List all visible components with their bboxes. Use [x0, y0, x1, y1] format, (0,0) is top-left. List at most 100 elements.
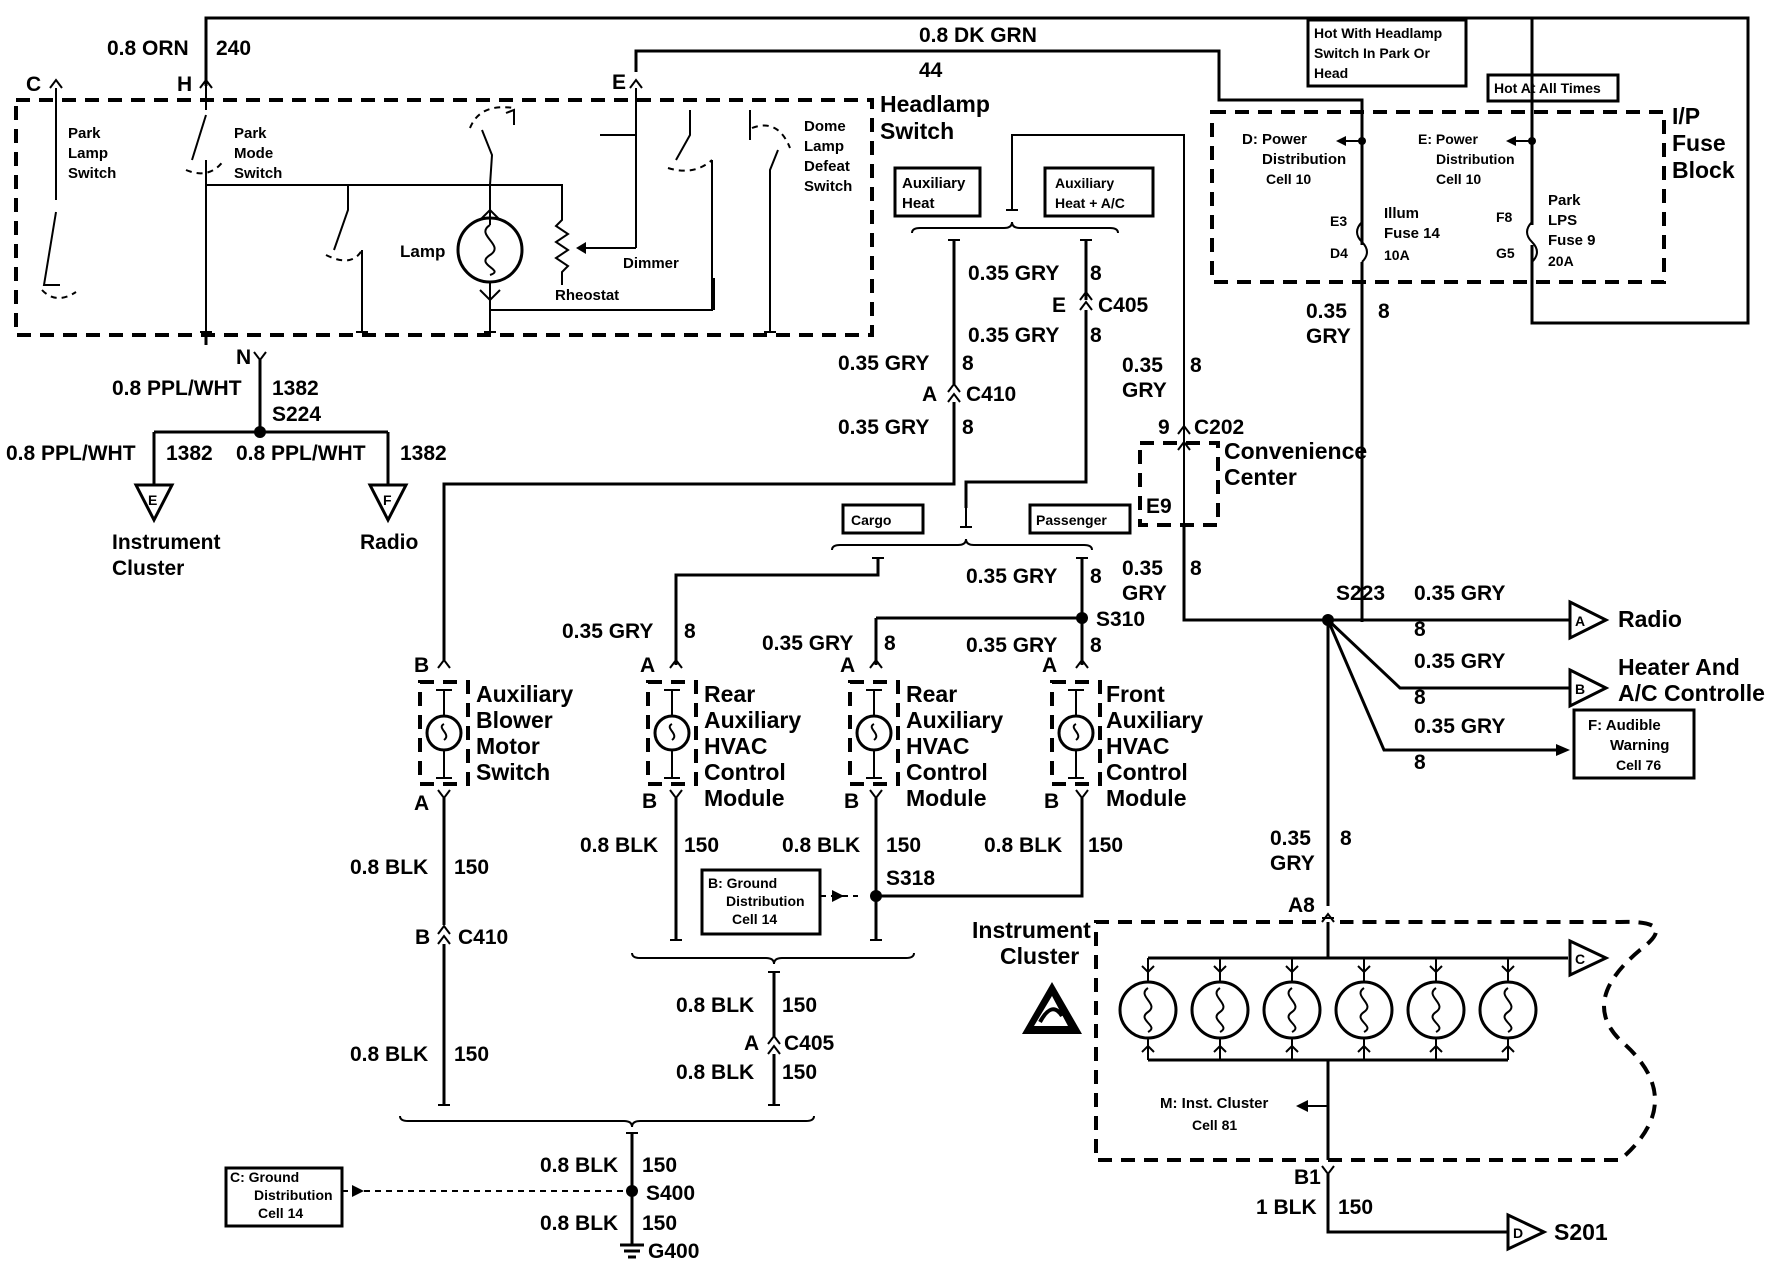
- terminal-h: H: [177, 73, 192, 96]
- front-pin-b: B: [1044, 790, 1059, 813]
- e9-label: E9: [1146, 495, 1172, 518]
- cluster-pin-a8: A8: [1288, 894, 1315, 917]
- rear1-l2: Auxiliary: [704, 707, 801, 733]
- cluster-bulb-4: [1334, 958, 1394, 1060]
- c202-out-wire-2: GRY: [1122, 582, 1167, 605]
- fuse-out-circuit: 8: [1378, 300, 1390, 323]
- aux-blower-motor-switch: B Auxiliary Blower Motor Switch A: [414, 654, 573, 925]
- dimmer-label: Dimmer: [623, 255, 679, 272]
- cluster-bulb-5: [1406, 958, 1466, 1060]
- c202-in-wire-2: GRY: [1122, 379, 1167, 402]
- illum-fuse-l1: Illum: [1384, 205, 1419, 222]
- power-dist-e-l2: Distribution: [1436, 151, 1515, 167]
- g400-label: G400: [648, 1240, 699, 1263]
- s223-branches: S223 0.35 GRY 8 A Radio 0.35 GRY 8 B Hea…: [1270, 582, 1766, 906]
- s224-right-circuit: 1382: [400, 442, 447, 465]
- hvac-letter: B: [1575, 681, 1585, 697]
- rear-aux-2-circuit: 8: [884, 632, 896, 655]
- hot-headlamp-l1: Hot With Headlamp: [1314, 25, 1442, 41]
- aux-heat-ac-l1: Auxiliary: [1055, 175, 1114, 191]
- dkgrn-circuit-label: 44: [919, 59, 943, 82]
- front-gnd-circuit: 150: [1088, 834, 1123, 857]
- c410-b-label: C410: [458, 926, 508, 949]
- fuse-block-title-1: I/P: [1672, 103, 1700, 129]
- power-dist-e-l1: E: Power: [1418, 131, 1478, 147]
- rear2-l3: HVAC: [906, 733, 969, 759]
- c405-pin-e: E: [1052, 294, 1066, 317]
- orn-circuit-label: 240: [216, 37, 251, 60]
- s400-top-wire: 0.8 BLK: [540, 1154, 618, 1177]
- c410-b-circuit: 150: [454, 1043, 489, 1066]
- rear1-pin-a: A: [640, 654, 655, 677]
- power-dist-d-l2: Distribution: [1262, 151, 1346, 168]
- c202-pin: 9: [1158, 416, 1170, 439]
- cluster-out-letter: C: [1575, 951, 1585, 967]
- terminal-n: N: [236, 346, 251, 369]
- dome-lamp-defeat-l4: Switch: [804, 178, 852, 195]
- instrument-cluster: Instrument Cluster A8 C: [972, 894, 1658, 1252]
- c405-top-wire: 0.35 GRY: [968, 262, 1059, 285]
- inst-cluster-ref-l1: M: Inst. Cluster: [1160, 1095, 1269, 1112]
- dest-hvac-b-arrow: [1568, 667, 1610, 709]
- s224-circuit-label: 1382: [272, 377, 319, 400]
- c410-top-circuit: 8: [962, 352, 974, 375]
- c405-a-bottom-circuit: 150: [782, 1061, 817, 1084]
- radio-wire: 0.35 GRY: [1414, 582, 1505, 605]
- pin-e3: E3: [1330, 213, 1347, 229]
- c405-bottom-wire: 0.35 GRY: [968, 324, 1059, 347]
- rear2-l4: Control: [906, 759, 988, 785]
- c410-b-pin: B: [415, 926, 430, 949]
- dest-instrument-cluster-arrow: [133, 483, 175, 524]
- radio-letter: A: [1575, 613, 1585, 629]
- rear2-l5: Module: [906, 785, 987, 811]
- audible-l2: Warning: [1610, 737, 1669, 754]
- park-lamp-switch-l1: Park: [68, 125, 101, 142]
- rear1-pin-b: B: [642, 790, 657, 813]
- c202-in-circuit: 8: [1190, 354, 1202, 377]
- power-dist-d-l3: Cell 10: [1266, 171, 1311, 187]
- dest-radio-a-arrow: [1568, 599, 1610, 641]
- s310-label: S310: [1096, 608, 1145, 631]
- rear2-l1: Rear: [906, 681, 957, 707]
- radio-circuit: 8: [1414, 618, 1426, 641]
- front-l3: HVAC: [1106, 733, 1169, 759]
- aux-heat-options: Auxiliary Heat Auxiliary Heat + A/C 0.35…: [442, 134, 1185, 660]
- gnd-dist-b-l1: B: Ground: [708, 875, 777, 891]
- pin-f8: F8: [1496, 209, 1513, 225]
- fuse-out-wire-2: GRY: [1306, 325, 1351, 348]
- cluster-circuit: 8: [1340, 827, 1352, 850]
- convenience-center: 0.35 GRY 8 9 C202 E9 Convenience Center …: [1122, 354, 1367, 622]
- cargo-passenger-options: Cargo Passenger 0.35 GRY 8 0.35 GRY 8 S3…: [562, 503, 1145, 665]
- c405-label: C405: [1098, 294, 1149, 317]
- cluster-title-l1: Instrument: [972, 917, 1091, 943]
- s224-wire-label: 0.8 PPL/WHT: [112, 377, 242, 400]
- hot-all-times-label: Hot At All Times: [1494, 80, 1601, 96]
- c202-in-wire-1: 0.35: [1122, 354, 1163, 377]
- park-lamp-switch-l2: Lamp: [68, 145, 108, 162]
- front-aux-hvac-module: A Front Auxiliary HVAC Control Module B: [876, 654, 1203, 898]
- s318-label: S318: [886, 867, 935, 890]
- c202-label: C202: [1194, 416, 1244, 439]
- terminal-c: C: [26, 73, 41, 96]
- s224-splice-label: S224: [272, 403, 321, 426]
- s310-in-circuit: 8: [1090, 565, 1102, 588]
- esd-warning-icon: [1022, 982, 1082, 1034]
- power-dist-e-l3: Cell 10: [1436, 171, 1481, 187]
- c410-bottom-wire: 0.35 GRY: [838, 416, 929, 439]
- power-dist-d-l1: D: Power: [1242, 131, 1307, 148]
- ip-fuse-block: Hot With Headlamp Switch In Park Or Head…: [1210, 18, 1735, 622]
- park-fuse-l1: Park: [1548, 192, 1581, 209]
- orn-wire-label: 0.8 ORN: [107, 37, 189, 60]
- dest-radio-arrow: [367, 483, 409, 524]
- pin-d4: D4: [1330, 245, 1348, 261]
- gnd-dist-c-l1: C: Ground: [230, 1169, 299, 1185]
- top-orn-wire: 0.8 ORN 240: [107, 16, 1750, 325]
- rear2-l2: Auxiliary: [906, 707, 1003, 733]
- c405-a-top-wire: 0.8 BLK: [676, 994, 754, 1017]
- park-mode-switch-l1: Park: [234, 125, 267, 142]
- rear-aux-2-wire: 0.35 GRY: [762, 632, 853, 655]
- c202-out-circuit: 8: [1190, 557, 1202, 580]
- s310-in-wire: 0.35 GRY: [966, 565, 1057, 588]
- aux-heat-ac-l2: Heat + A/C: [1055, 195, 1125, 211]
- rear1-l1: Rear: [704, 681, 755, 707]
